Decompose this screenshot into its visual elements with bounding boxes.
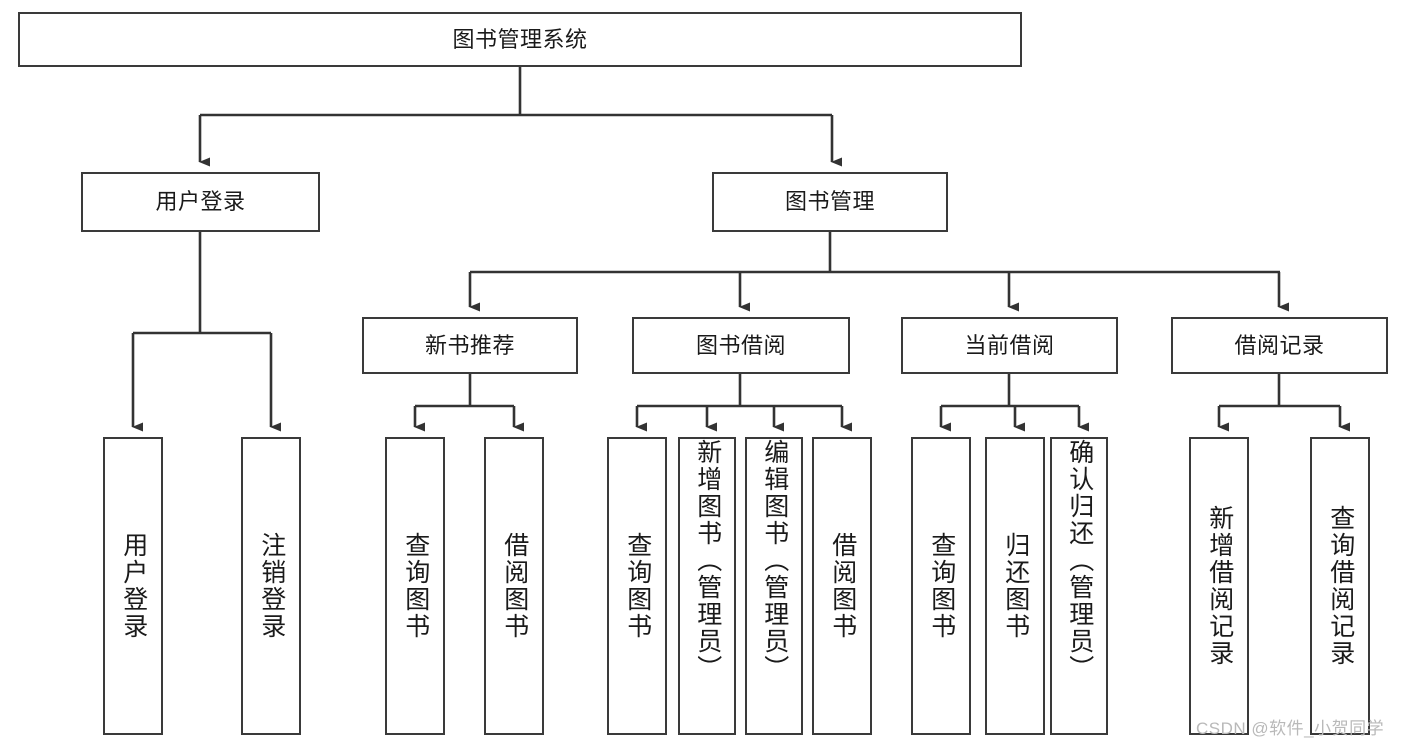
node-leaf-query-book-1[interactable]: 查询图书 [385,437,445,735]
node-leaf-return-book[interactable]: 归还图书 [985,437,1045,735]
node-borrow-record[interactable]: 借阅记录 [1171,317,1388,374]
node-new-book-recommend[interactable]: 新书推荐 [362,317,578,374]
node-leaf-add-book[interactable]: 新增图书（管理员） [678,437,736,735]
node-leaf-edit-book[interactable]: 编辑图书（管理员） [745,437,803,735]
node-book-manage-label: 图书管理 [784,189,875,215]
node-leaf-user-login[interactable]: 用户登录 [103,437,163,735]
node-leaf-query-record-label: 查询借阅记录 [1326,505,1355,667]
node-new-book-recommend-label: 新书推荐 [424,332,515,358]
node-leaf-query-book-3-label: 查询图书 [927,532,956,640]
node-leaf-borrow-book-1-label: 借阅图书 [500,532,529,640]
node-current-borrow[interactable]: 当前借阅 [901,317,1118,374]
node-book-borrow[interactable]: 图书借阅 [632,317,850,374]
node-leaf-confirm-return[interactable]: 确认归还（管理员） [1050,437,1108,735]
node-leaf-confirm-return-label: 确认归还（管理员） [1065,439,1094,682]
node-leaf-query-book-2[interactable]: 查询图书 [607,437,667,735]
node-leaf-query-book-3[interactable]: 查询图书 [911,437,971,735]
node-leaf-borrow-book-2-label: 借阅图书 [828,532,857,640]
node-leaf-query-book-1-label: 查询图书 [401,532,430,640]
node-leaf-query-book-2-label: 查询图书 [623,532,652,640]
node-leaf-logout-label: 注销登录 [257,532,286,640]
node-leaf-add-book-label: 新增图书（管理员） [693,439,722,682]
node-user-login[interactable]: 用户登录 [81,172,320,232]
node-leaf-return-book-label: 归还图书 [1001,532,1030,640]
node-book-borrow-label: 图书借阅 [695,332,786,358]
node-root-label: 图书管理系统 [452,26,588,52]
node-leaf-add-record[interactable]: 新增借阅记录 [1189,437,1249,735]
node-book-manage[interactable]: 图书管理 [712,172,948,232]
node-leaf-borrow-book-1[interactable]: 借阅图书 [484,437,544,735]
node-leaf-add-record-label: 新增借阅记录 [1205,505,1234,667]
node-leaf-query-record[interactable]: 查询借阅记录 [1310,437,1370,735]
node-leaf-logout[interactable]: 注销登录 [241,437,301,735]
node-borrow-record-label: 借阅记录 [1234,332,1325,358]
node-leaf-borrow-book-2[interactable]: 借阅图书 [812,437,872,735]
node-user-login-label: 用户登录 [155,189,246,215]
watermark-text: CSDN @软件_小贺同学 [1196,719,1385,738]
node-root[interactable]: 图书管理系统 [18,12,1022,67]
node-current-borrow-label: 当前借阅 [964,332,1055,358]
node-leaf-user-login-label: 用户登录 [119,532,148,640]
node-leaf-edit-book-label: 编辑图书（管理员） [760,439,789,682]
